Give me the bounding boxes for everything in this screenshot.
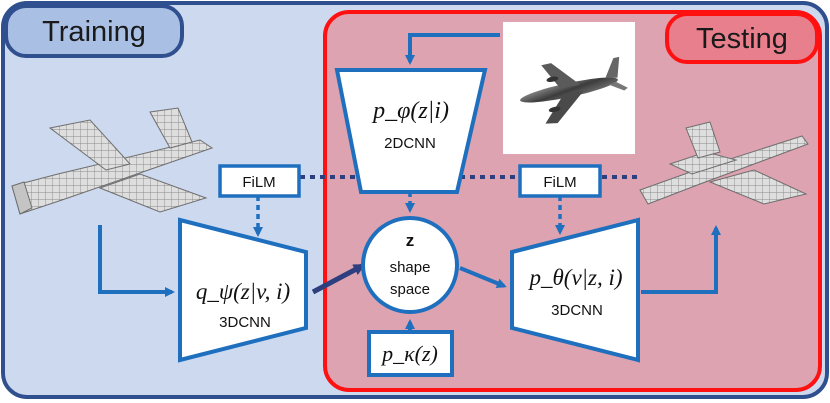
encoder-2dcnn: p_φ(z|i) 2DCNN xyxy=(334,68,488,194)
film-links xyxy=(253,175,640,237)
decoder-3dcnn: p_θ(v|z, i) 3DCNN xyxy=(510,217,640,363)
film-left-label: FiLM xyxy=(242,174,275,191)
training-tab xyxy=(4,4,184,58)
latent-line2: space xyxy=(390,281,430,298)
encoder-2dcnn-net: 2DCNN xyxy=(384,135,436,152)
decoder-3dcnn-net: 3DCNN xyxy=(551,302,603,319)
film-box-left: FiLM xyxy=(218,164,301,198)
prior-box: p_κ(z) xyxy=(367,330,454,377)
encoder-3dcnn: q_ψ(z|v, i) 3DCNN xyxy=(178,217,308,363)
film-right-label: FiLM xyxy=(543,174,576,191)
voxel-airplane-input xyxy=(11,107,214,215)
latent-line1: shape xyxy=(390,259,431,276)
training-label: Training xyxy=(42,16,146,48)
encoder-2dcnn-math: p_φ(z|i) xyxy=(371,98,449,124)
airplane-photo xyxy=(520,56,628,124)
latent-shape-space: z shape space xyxy=(361,216,459,314)
testing-label: Testing xyxy=(696,23,788,55)
flow-arrows xyxy=(98,33,721,330)
decoder-3dcnn-math: p_θ(v|z, i) xyxy=(528,265,623,290)
encoder-3dcnn-net: 3DCNN xyxy=(219,314,271,331)
voxel-airplane-output xyxy=(639,121,809,205)
testing-tab xyxy=(665,12,819,64)
input-image xyxy=(503,22,635,154)
prior-math: p_κ(z) xyxy=(380,341,438,366)
film-box-right: FiLM xyxy=(518,164,602,198)
latent-symbol: z xyxy=(406,231,415,250)
encoder-3dcnn-math: q_ψ(z|v, i) xyxy=(196,279,290,304)
